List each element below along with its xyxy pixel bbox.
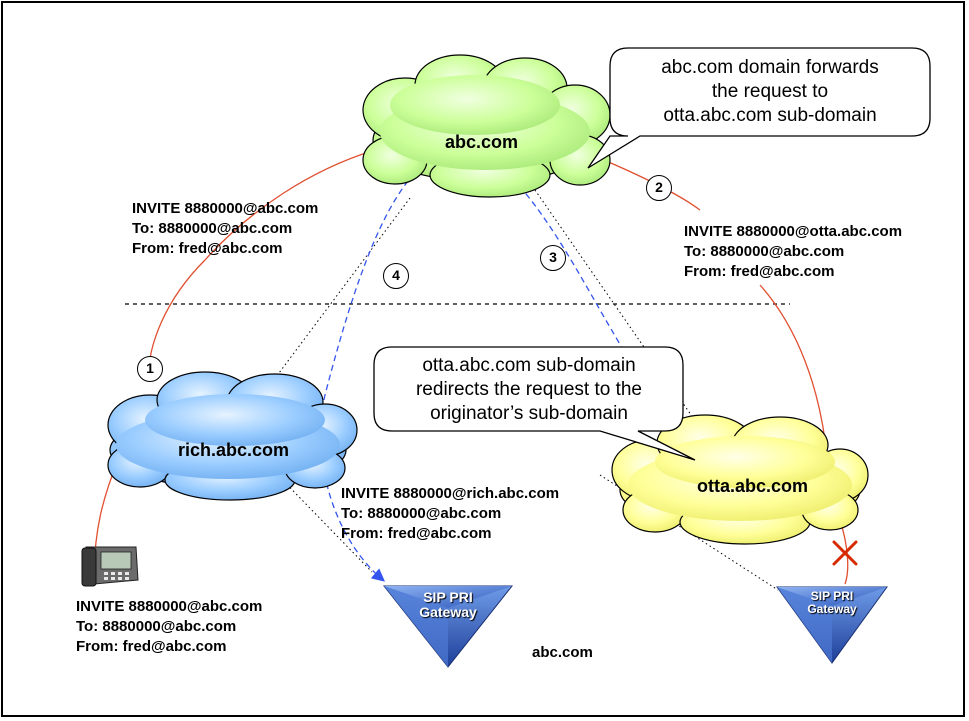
cloud-label-rich: rich.abc.com (178, 440, 290, 460)
step-4-marker: 4 (383, 263, 409, 289)
message-invite-otta: INVITE 8880000@otta.abc.com To: 8880000@… (684, 222, 902, 282)
step-2-marker: 2 (646, 175, 672, 201)
message-invite-phone-line-2: To: 8880000@abc.com (76, 618, 237, 635)
callout-middle-text: otta.abc.com sub-domain redirects the re… (384, 354, 674, 426)
message-invite-rich: INVITE 8880000@rich.abc.com To: 8880000@… (341, 484, 559, 544)
callout-top-line-1: abc.com domain forwards (661, 57, 879, 78)
gateway-right-label: SIP PRI Gateway (798, 590, 866, 616)
message-invite-phone: INVITE 8880000@abc.com To: 8880000@abc.c… (76, 597, 262, 657)
callout-middle-line-1: otta.abc.com sub-domain (422, 355, 636, 376)
cloud-abc (362, 54, 611, 198)
message-invite-abc-line-3: From: fred@abc.com (132, 240, 283, 257)
bottom-domain-label: abc.com (532, 644, 593, 661)
gateway-left-line-1: SIP PRI (423, 589, 473, 605)
callout-top-text: abc.com domain forwards the request to o… (620, 56, 920, 128)
message-invite-phone-line-3: From: fred@abc.com (76, 638, 227, 655)
callout-middle (373, 346, 696, 461)
message-invite-rich-line-2: To: 8880000@abc.com (341, 505, 502, 522)
message-invite-phone-line-1: INVITE 8880000@abc.com (76, 598, 263, 615)
cloud-label-otta: otta.abc.com (697, 476, 809, 496)
message-invite-otta-line-2: To: 8880000@abc.com (684, 243, 845, 260)
callout-middle-line-2: redirects the request to the (415, 379, 642, 400)
callout-top-line-3: otta.abc.com sub-domain (663, 105, 877, 126)
gateway-left (382, 585, 514, 668)
step-1-marker: 1 (137, 356, 163, 382)
message-invite-otta-line-1: INVITE 8880000@otta.abc.com (684, 223, 903, 240)
message-invite-abc-line-1: INVITE 8880000@abc.com (132, 200, 319, 217)
cloud-rich (107, 371, 358, 501)
message-invite-otta-line-3: From: fred@abc.com (684, 263, 835, 280)
message-invite-rich-line-1: INVITE 8880000@rich.abc.com (341, 485, 560, 502)
message-invite-rich-line-3: From: fred@abc.com (341, 525, 492, 542)
message-invite-abc-line-2: To: 8880000@abc.com (132, 220, 293, 237)
x-mark-icon (832, 540, 858, 566)
gateway-left-label: SIP PRI Gateway (412, 590, 484, 620)
gateway-right (776, 586, 888, 664)
callout-middle-line-3: originator’s sub-domain (430, 403, 628, 424)
cloud-label-abc: abc.com (445, 132, 519, 152)
gateway-right-line-2: Gateway (807, 602, 857, 616)
ip-phone-icon (81, 546, 139, 587)
step-3-marker: 3 (540, 245, 566, 271)
message-invite-abc: INVITE 8880000@abc.com To: 8880000@abc.c… (132, 199, 318, 259)
callout-top (587, 47, 931, 169)
callout-top-line-2: the request to (711, 81, 829, 102)
gateway-left-line-2: Gateway (419, 604, 477, 620)
gateway-right-line-1: SIP PRI (810, 589, 854, 603)
cloud-otta (611, 414, 869, 545)
